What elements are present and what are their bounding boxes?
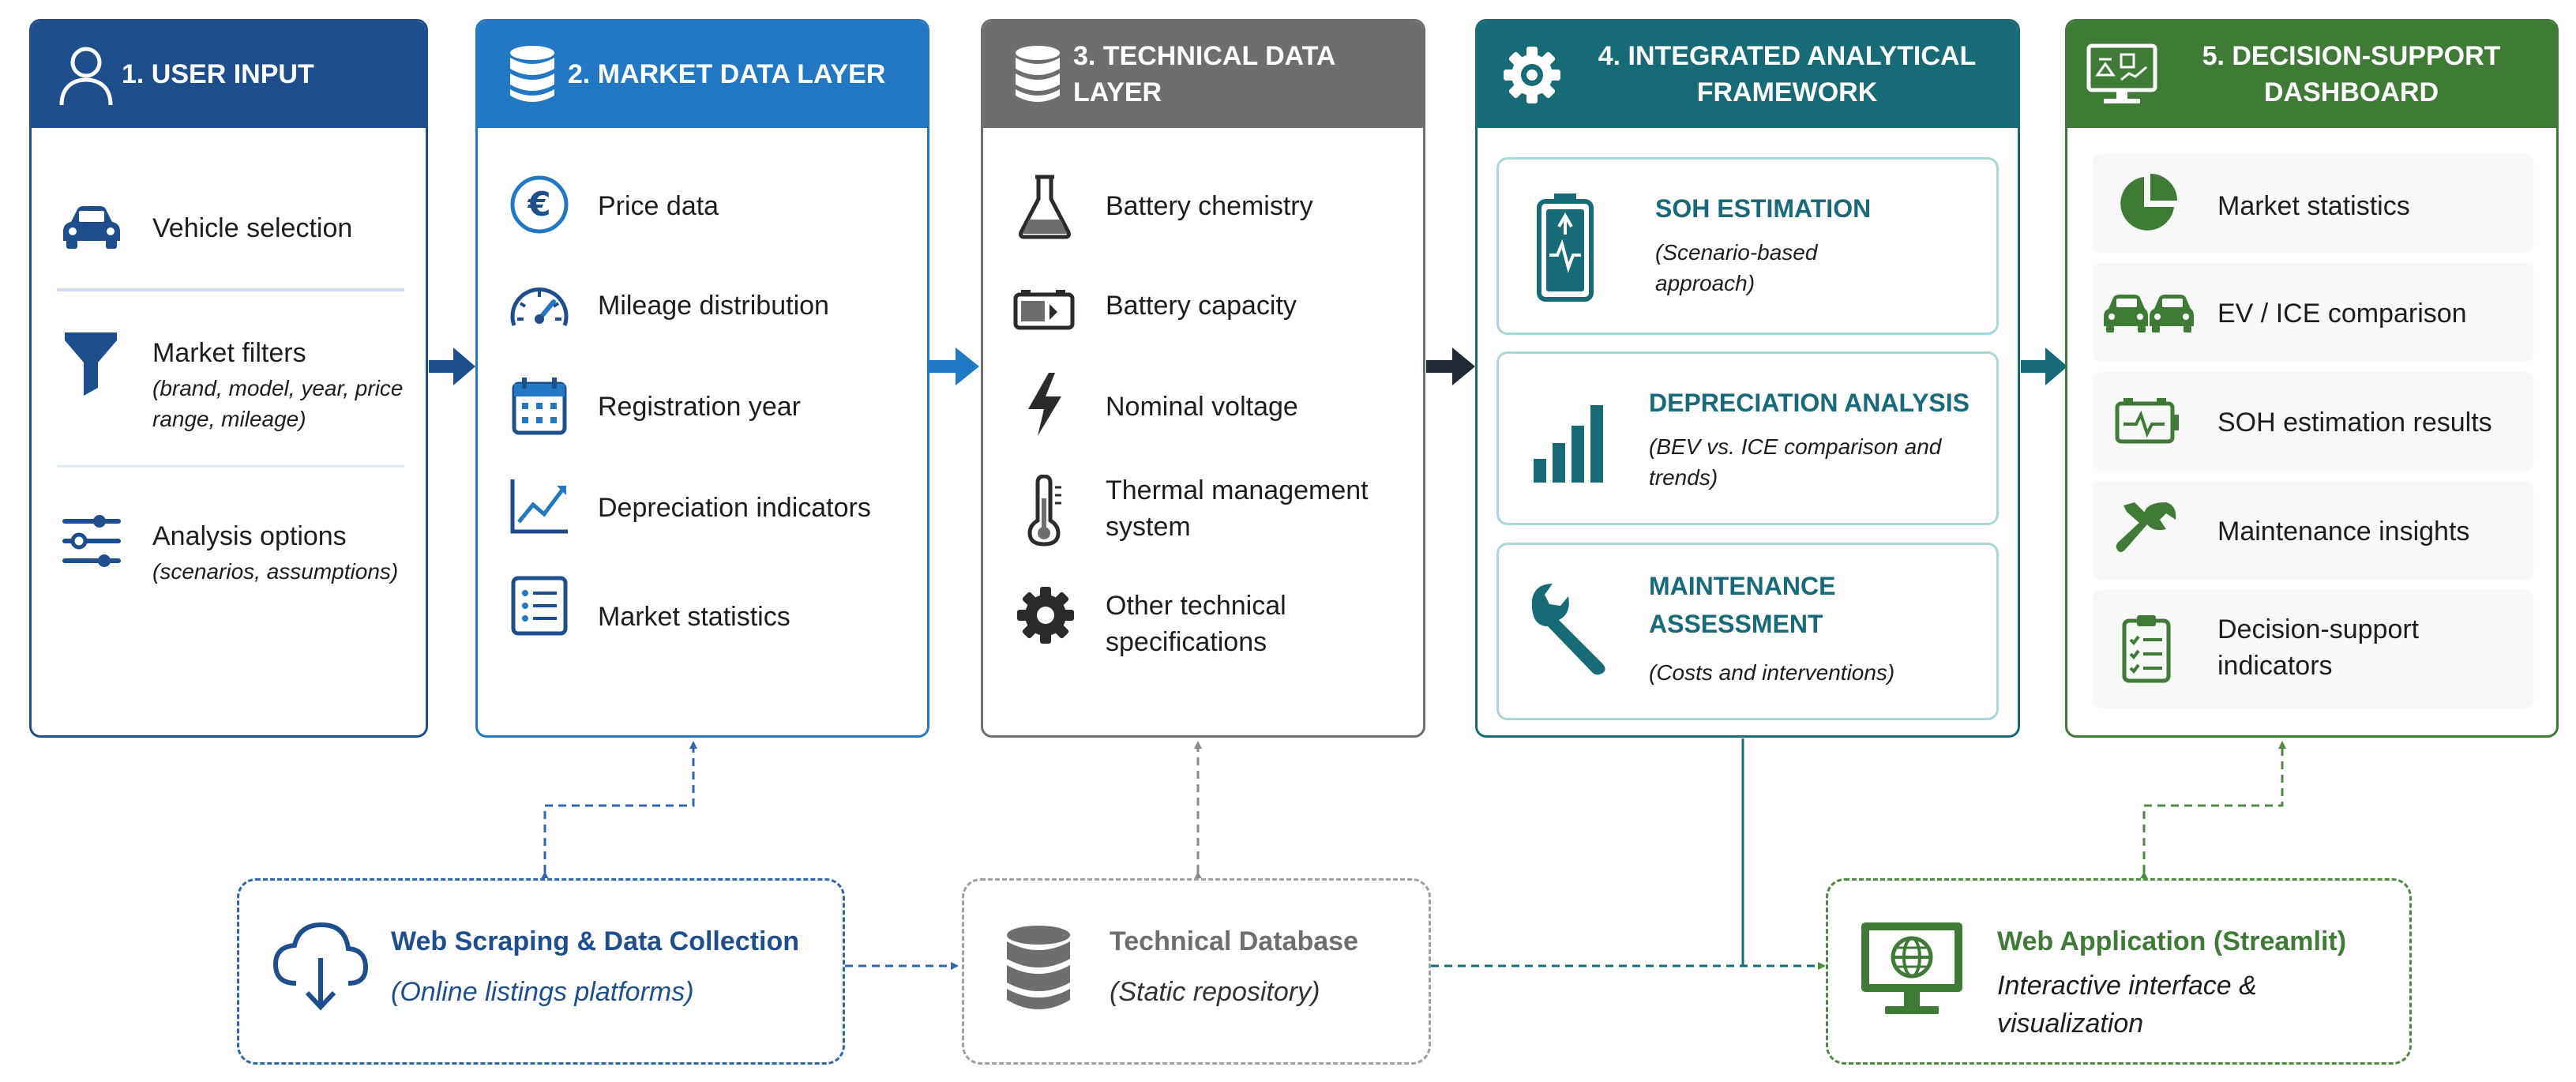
clipboard-icon: [2116, 609, 2176, 688]
wrench-icon: [2113, 495, 2181, 563]
source-title: Web Application (Streamlit): [1997, 926, 2347, 956]
panel-title: 5. DECISION-SUPPORT DASHBOARD: [2202, 40, 2501, 107]
technical-data-panel: 3. TECHNICAL DATA LAYER Battery chemistr…: [981, 19, 1425, 738]
source-title: Technical Database: [1110, 926, 1358, 956]
maintenance-assessment-card: MAINTENANCE ASSESSMENT (Costs and interv…: [1496, 543, 1999, 720]
panel-title: 1. USER INPUT: [122, 58, 314, 89]
item-label: EV / ICE comparison: [2217, 299, 2467, 329]
monitor-globe-icon: [1857, 914, 1967, 1024]
car-icon: [60, 199, 123, 254]
dashboard-monitor-icon: [2086, 39, 2157, 111]
panel-title: 2. MARKET DATA LAYER: [568, 58, 886, 89]
item-label: Other technical specifications: [1106, 591, 1286, 657]
item-label: Mileage distribution: [598, 291, 829, 321]
divider: [57, 288, 404, 291]
sliders-icon: [60, 509, 123, 573]
user-icon: [51, 39, 122, 111]
item-label: Market filters: [152, 338, 306, 368]
item-label: Maintenance insights: [2217, 517, 2470, 547]
cloud-download-icon: [269, 915, 372, 1018]
web-application-box: Web Application (Streamlit) Interactive …: [1826, 878, 2412, 1065]
database-icon: [1002, 39, 1073, 111]
depreciation-analysis-card: DEPRECIATION ANALYSIS (BEV vs. ICE compa…: [1496, 351, 1999, 525]
gear-icon: [1496, 39, 1568, 111]
item-label: Price data: [598, 191, 719, 221]
item-label: SOH estimation results: [2217, 408, 2492, 438]
source-sublabel: (Online listings platforms): [391, 977, 694, 1007]
cars-icon: [2102, 282, 2195, 345]
item-label: Market statistics: [2217, 191, 2410, 221]
source-sublabel: (Static repository): [1110, 977, 1320, 1007]
item-label: Thermal management system: [1106, 475, 1369, 542]
item-label: Analysis options: [152, 521, 347, 551]
panel-header: 4. INTEGRATED ANALYTICAL FRAMEWORK: [1478, 21, 2018, 128]
flow-arrow-2: [929, 348, 979, 385]
item-label: Decision-support indicators: [2217, 614, 2420, 681]
dashboard-item: [2093, 372, 2533, 471]
lightning-icon: [1020, 369, 1070, 440]
calendar-icon: [508, 373, 571, 439]
item-sublabel: (brand, model, year, price range, mileag…: [152, 376, 404, 432]
gear-icon: [1015, 582, 1076, 648]
market-data-panel: 2. MARKET DATA LAYER € Price data Mileag…: [475, 19, 929, 738]
panel-title: 4. INTEGRATED ANALYTICAL FRAMEWORK: [1598, 40, 1977, 107]
scraping-market-connector: [541, 741, 697, 879]
panel-header: 5. DECISION-SUPPORT DASHBOARD: [2067, 21, 2556, 128]
card-title: SOH ESTIMATION: [1655, 194, 1872, 223]
flask-icon: [1013, 171, 1076, 242]
flow-arrow-1: [429, 348, 475, 385]
panel-header: 2. MARKET DATA LAYER: [478, 21, 927, 128]
soh-estimation-card: SOH ESTIMATION (Scenario-based approach): [1496, 157, 1999, 335]
card-sublabel: (BEV vs. ICE comparison and trends): [1649, 434, 1942, 490]
item-label: Battery capacity: [1106, 291, 1297, 321]
technical-database-box: Technical Database (Static repository): [962, 878, 1431, 1065]
item-label: Registration year: [598, 392, 802, 422]
speedometer-icon: [506, 272, 573, 339]
panel-header: 1. USER INPUT: [32, 21, 426, 128]
card-sublabel: (Scenario-based approach): [1655, 240, 1818, 296]
dashboard-item: [2093, 590, 2533, 708]
decision-dashboard-panel: 5. DECISION-SUPPORT DASHBOARD Market sta…: [2065, 19, 2559, 738]
panel-title: 3. TECHNICAL DATA LAYER: [1073, 40, 1335, 107]
item-label: Market statistics: [598, 602, 790, 632]
card-title: MAINTENANCE ASSESSMENT: [1649, 572, 1836, 638]
divider: [57, 465, 404, 468]
bar-chart-icon: [1530, 393, 1609, 488]
list-icon: [508, 573, 571, 639]
integrated-framework-panel: 4. INTEGRATED ANALYTICAL FRAMEWORK SOH E…: [1475, 19, 2020, 738]
flow-arrow-3: [1426, 348, 1475, 385]
source-sublabel: Interactive interface & visualization: [1997, 971, 2257, 1039]
card-title: DEPRECIATION ANALYSIS: [1649, 389, 1970, 417]
card-sublabel: (Costs and interventions): [1649, 660, 1895, 685]
battery-health-icon: [1534, 190, 1597, 305]
thermometer-icon: [1020, 473, 1070, 549]
source-title: Web Scraping & Data Collection: [391, 926, 800, 956]
web-scraping-box: Web Scraping & Data Collection (Online l…: [237, 878, 845, 1065]
dashboard-item: [2093, 481, 2533, 580]
user-input-panel: 1. USER INPUT Vehicle selection Market f…: [29, 19, 428, 738]
webapp-dashboard-connector: [2140, 741, 2286, 879]
pie-chart-icon: [2112, 170, 2183, 238]
panel-header: 3. TECHNICAL DATA LAYER: [983, 21, 1423, 128]
flow-arrow-4: [2021, 348, 2067, 385]
line-chart-icon: [508, 473, 571, 539]
funnel-icon: [62, 328, 120, 399]
item-label: Vehicle selection: [152, 213, 353, 243]
item-label: Depreciation indicators: [598, 493, 871, 523]
wrench-icon: [1523, 577, 1617, 679]
item-label: Nominal voltage: [1106, 392, 1298, 422]
item-label: Battery chemistry: [1106, 191, 1313, 221]
svg-text:€: €: [527, 185, 550, 224]
database-icon: [497, 39, 568, 111]
database-icon: [999, 919, 1078, 1021]
dashboard-item: [2093, 154, 2533, 253]
euro-icon: €: [506, 171, 573, 238]
battery-pulse-icon: [2112, 393, 2183, 448]
item-sublabel: (scenarios, assumptions): [152, 559, 399, 584]
battery-icon: [1012, 282, 1078, 337]
